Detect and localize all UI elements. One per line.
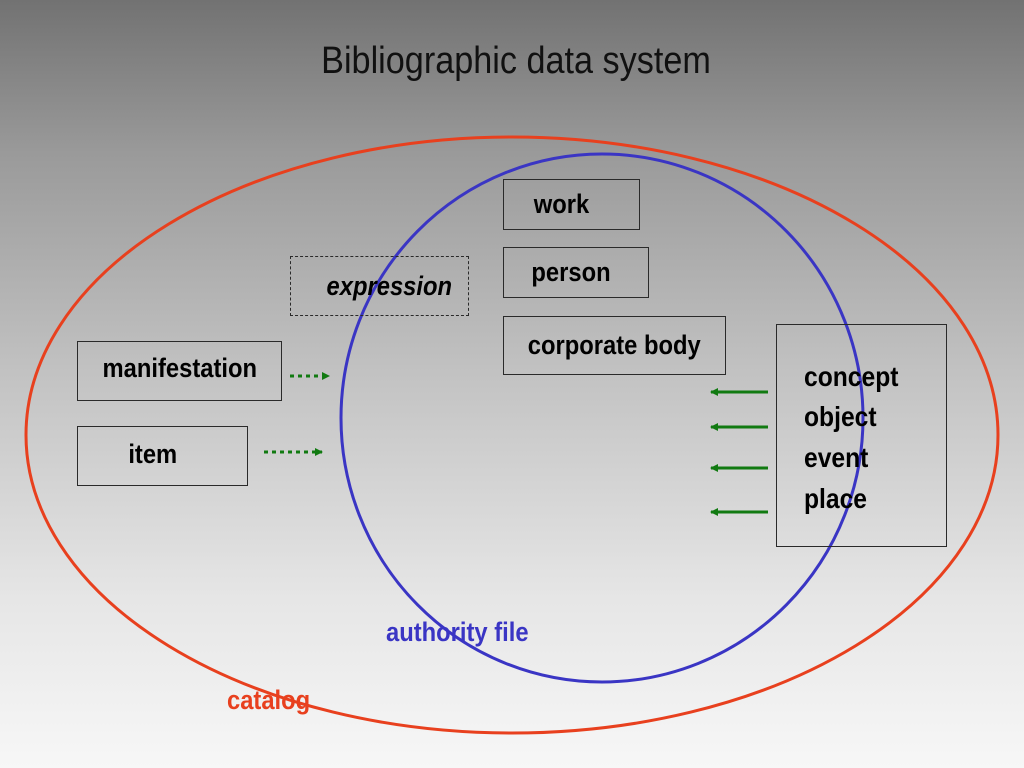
corporate-body-label: corporate body (528, 330, 701, 360)
person-label: person (531, 257, 611, 287)
catalog-ellipse (24, 135, 1000, 735)
corporate-body-box: corporate body (503, 316, 726, 375)
subject-term-object: object (804, 401, 877, 432)
manifestation-box: manifestation (77, 341, 282, 401)
expression-box: expression (290, 256, 469, 316)
authority-file-ellipse (339, 152, 865, 684)
catalog-label: catalog (227, 685, 311, 715)
subject-term-concept: concept (804, 361, 899, 392)
subject-term-place: place (804, 483, 868, 514)
page-title: Bibliographic data system (321, 40, 711, 82)
item-box: item (77, 426, 248, 486)
subject-terms-box (776, 324, 947, 547)
item-label: item (128, 438, 177, 469)
person-box: person (503, 247, 649, 298)
work-box: work (503, 179, 640, 230)
authority-file-label: authority file (386, 617, 529, 647)
subject-term-event: event (804, 442, 869, 473)
manifestation-label: manifestation (102, 352, 257, 383)
work-label: work (533, 189, 590, 219)
expression-label: expression (326, 270, 453, 301)
